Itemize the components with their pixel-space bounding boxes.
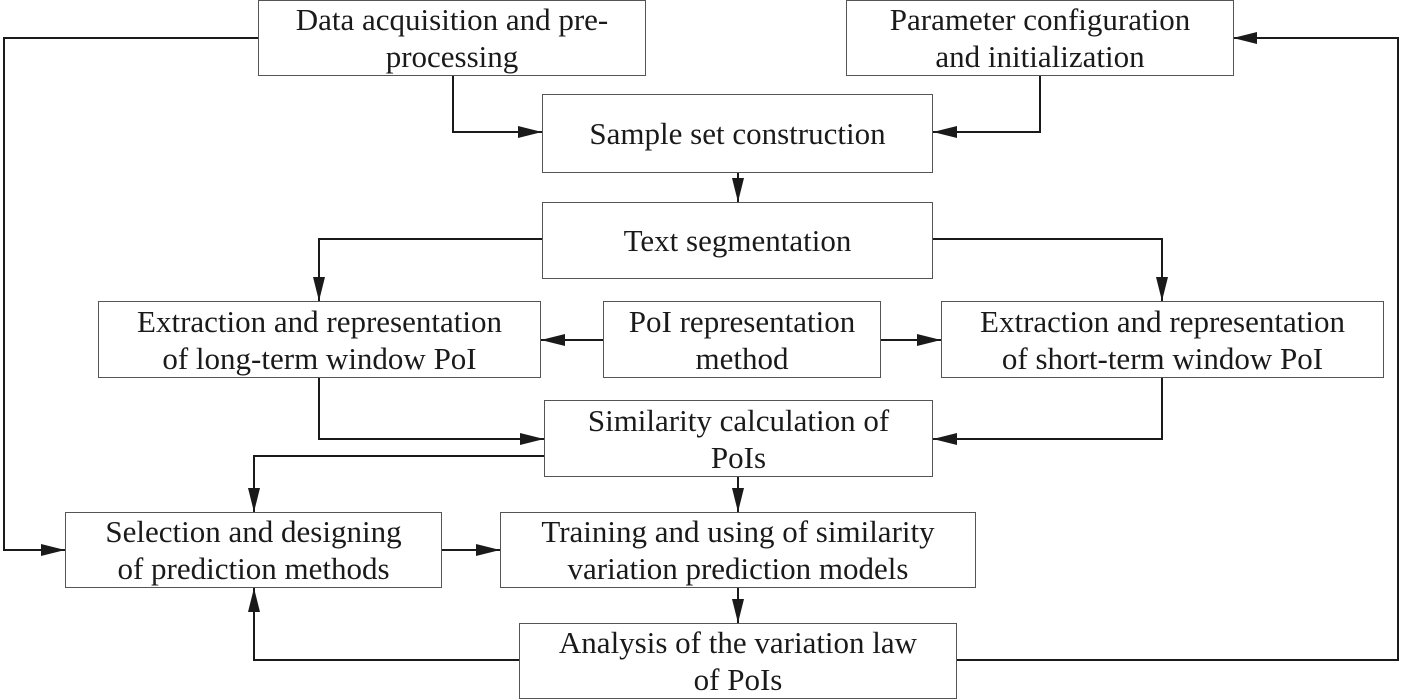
node-training-prediction-models: Training and using of similarity variati… [500, 512, 976, 588]
node-similarity-calculation: Similarity calculation of PoIs [544, 400, 933, 477]
arrow-text-seg-to-extract-short [933, 238, 1168, 301]
node-text-segmentation: Text segmentation [542, 202, 933, 279]
node-selection-prediction-methods: Selection and designing of prediction me… [65, 512, 442, 588]
node-extraction-long-term: Extraction and representation of long-te… [98, 301, 541, 378]
node-poi-representation-method: PoI representation method [603, 301, 881, 378]
node-sample-set-construction: Sample set construction [542, 94, 933, 173]
arrow-similarity-to-selection [248, 455, 544, 512]
arrow-extract-short-to-similarity [933, 378, 1163, 445]
node-parameter-configuration: Parameter configuration and initializati… [846, 0, 1234, 76]
arrow-data-acq-to-selection [3, 37, 258, 556]
arrow-text-seg-to-extract-long [313, 238, 542, 301]
arrow-analysis-to-selection [248, 588, 519, 661]
node-data-acquisition: Data acquisition and pre- processing [258, 0, 646, 76]
arrow-data-acq-to-sample-set [452, 76, 542, 138]
node-analysis-variation-law: Analysis of the variation law of PoIs [519, 623, 957, 699]
arrow-extract-long-to-similarity [318, 378, 544, 445]
node-extraction-short-term: Extraction and representation of short-t… [941, 301, 1384, 378]
arrow-analysis-to-param-cfg [957, 32, 1399, 661]
arrow-param-cfg-to-sample-set [933, 76, 1041, 138]
